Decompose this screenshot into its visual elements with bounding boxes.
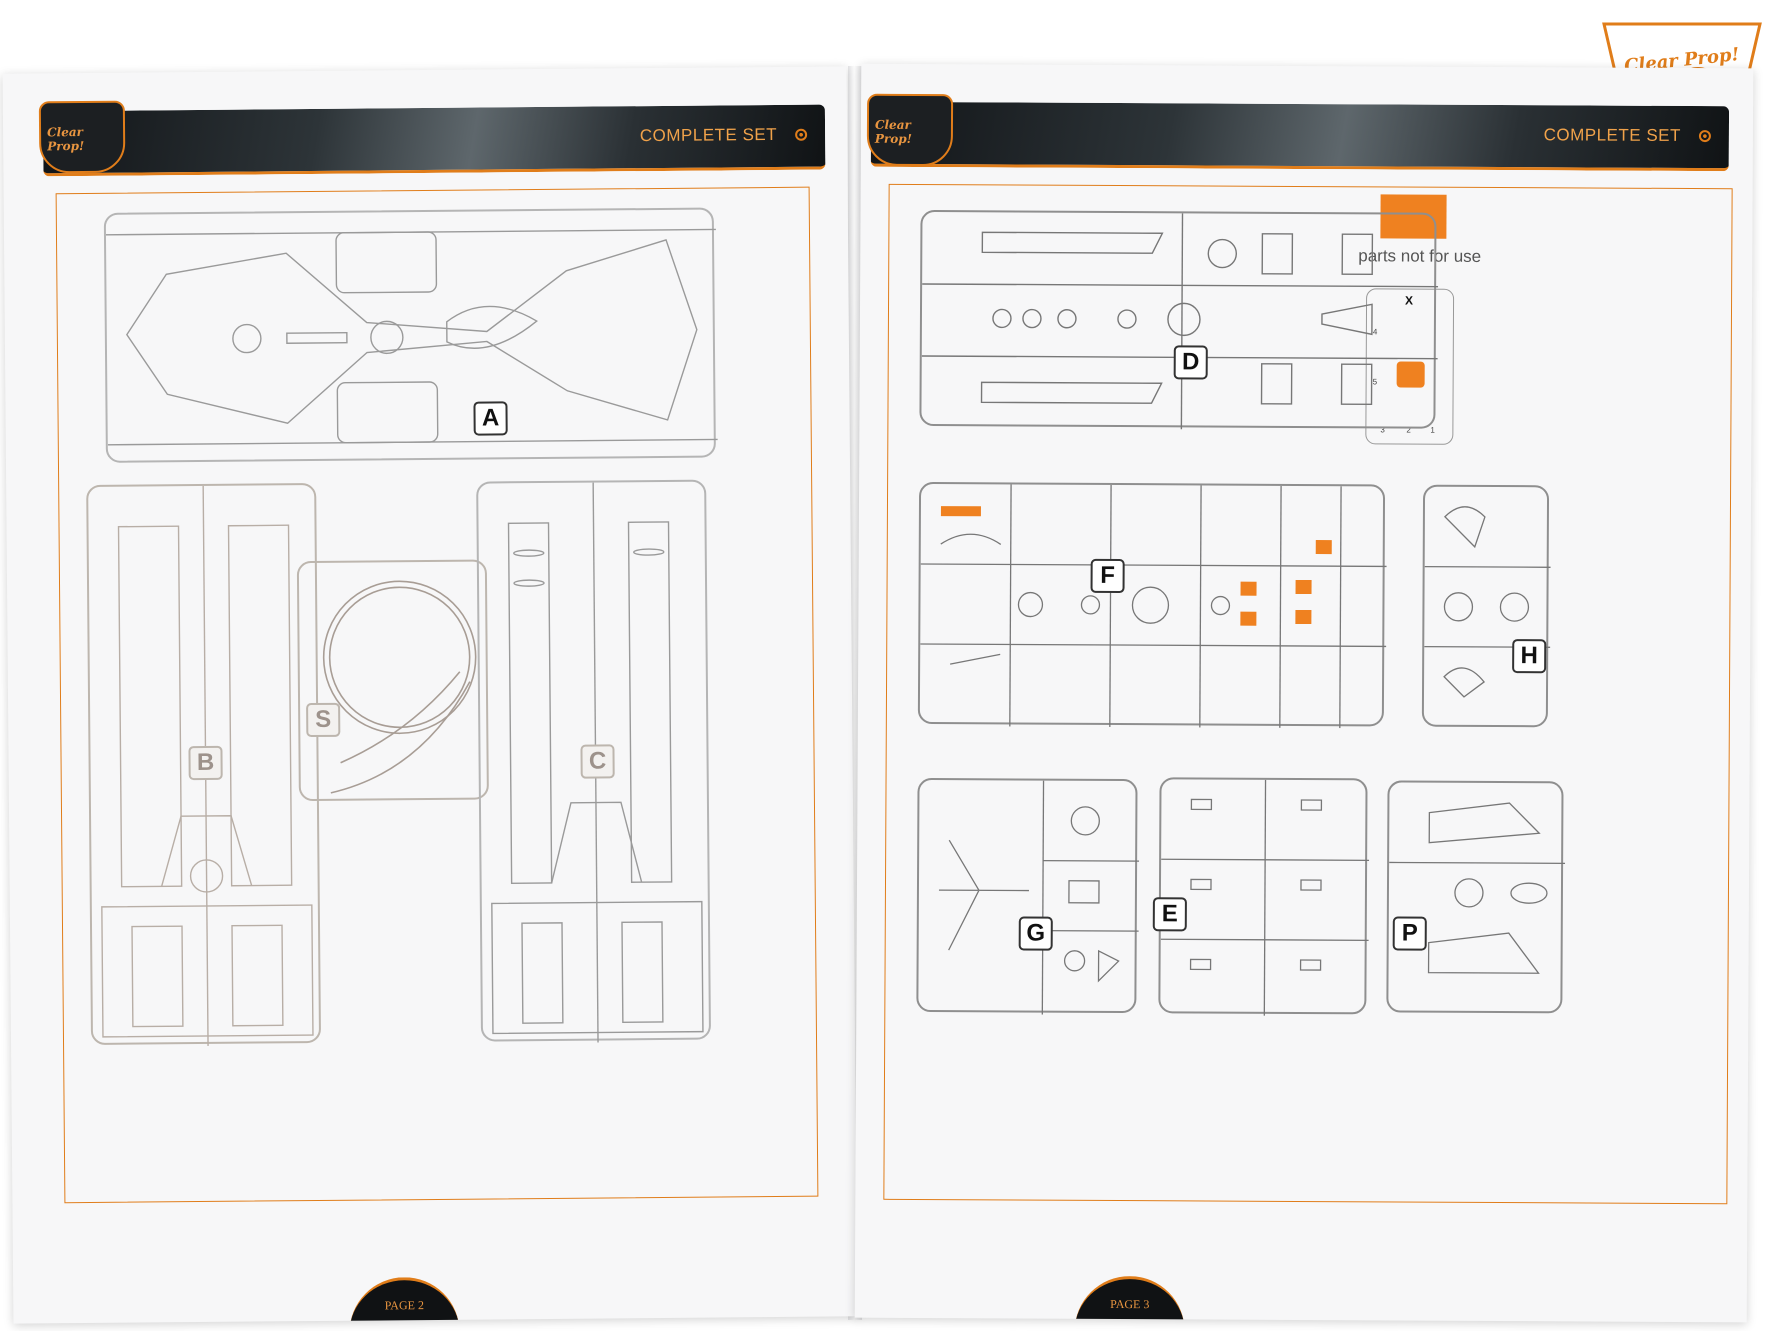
sprue-label-a: A (473, 401, 508, 436)
sprue-label-g: G (1018, 916, 1053, 951)
sprue-g: G (916, 777, 1140, 1015)
header-title: COMPLETE SET (1543, 125, 1681, 145)
sprue-d: D (919, 209, 1439, 430)
sprue-p: P (1386, 780, 1566, 1014)
sprue-s: S (296, 559, 489, 802)
page-number-tab: PAGE 3 (1074, 1275, 1185, 1323)
sprue-e: E (1152, 777, 1370, 1016)
sprue-label-h: H (1512, 639, 1547, 674)
sprue-label-p: P (1392, 916, 1427, 951)
header-title: COMPLETE SET (639, 124, 778, 146)
sprue-e-drawing (1160, 779, 1370, 1016)
sprue-label-f: F (1090, 558, 1125, 594)
sprue-f-drawing (920, 484, 1387, 729)
sprue-label-c: C (580, 744, 615, 779)
page-3: COMPLETE SET Clear Prop! parts not for u… (854, 63, 1754, 1323)
header-logo-text: Clear Prop! (874, 117, 912, 146)
sprue-label-b: B (188, 745, 223, 781)
sprue-b: B (86, 482, 322, 1046)
sprue-p-drawing (1389, 802, 1566, 974)
sprue-g-drawing (938, 780, 1140, 1015)
header-logo: Clear Prop! (38, 100, 126, 174)
header-logo-text: Clear Prop! (47, 125, 85, 154)
sprue-b-drawing (101, 485, 314, 1046)
sprue-label-d: D (1173, 345, 1208, 380)
sprue-c-drawing (491, 482, 704, 1043)
sprue-f: F (917, 481, 1387, 729)
sprue-label-e: E (1152, 897, 1187, 932)
sprue-s-drawing (322, 580, 477, 794)
sprue-d-drawing (921, 213, 1439, 430)
sprue-h-drawing (1424, 506, 1551, 698)
page-number: PAGE 3 (1110, 1296, 1150, 1312)
sprue-a-drawing (105, 228, 718, 446)
page-header: COMPLETE SET (870, 101, 1730, 172)
sprue-h: H (1421, 484, 1551, 728)
page-number-tab: PAGE 2 (349, 1276, 460, 1324)
page-2: COMPLETE SET Clear Prop! A (2, 66, 858, 1324)
sprue-label-s: S (306, 702, 341, 738)
header-bullet-icon (1698, 130, 1711, 143)
page-header: COMPLETE SET (42, 104, 826, 177)
sprue-a: A (103, 207, 718, 463)
page-number: PAGE 2 (384, 1298, 424, 1313)
header-logo: Clear Prop! (866, 93, 954, 167)
header-bullet-icon (795, 128, 808, 141)
sprue-c: C (476, 479, 712, 1043)
